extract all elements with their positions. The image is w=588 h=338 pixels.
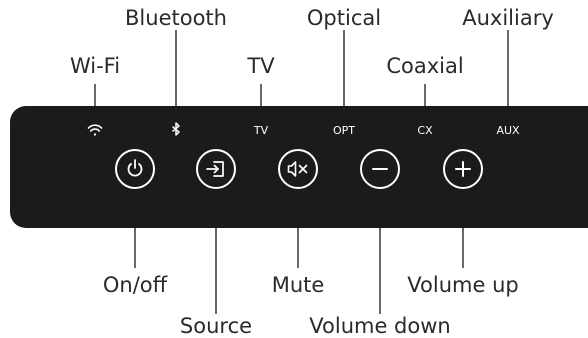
bluetooth-label: Bluetooth xyxy=(125,6,227,30)
source-label: Source xyxy=(179,314,253,338)
source-button[interactable] xyxy=(196,149,236,189)
volume-down-button[interactable] xyxy=(360,149,400,189)
onoff-button[interactable] xyxy=(115,149,155,189)
power-icon xyxy=(127,159,143,177)
source-input-icon xyxy=(206,161,224,177)
tv-indicator: TV xyxy=(253,124,269,137)
cx-indicator: CX xyxy=(417,124,433,137)
plus-icon xyxy=(455,161,471,177)
aux-indicator: AUX xyxy=(496,124,520,137)
auxiliary-label: Auxiliary xyxy=(462,6,554,30)
mute-label: Mute xyxy=(271,273,325,297)
mute-icon xyxy=(287,161,308,177)
volume-up-label: Volume up xyxy=(407,273,519,297)
mute-button[interactable] xyxy=(278,149,318,189)
volume-down-label: Volume down xyxy=(309,314,451,338)
wifi-icon xyxy=(87,124,103,136)
volume-up-button[interactable] xyxy=(443,149,483,189)
onoff-label: On/off xyxy=(102,273,168,297)
optical-label: Optical xyxy=(306,6,382,30)
wifi-label: Wi-Fi xyxy=(69,54,121,78)
opt-indicator: OPT xyxy=(332,124,356,137)
bluetooth-icon xyxy=(172,122,180,136)
coaxial-label: Coaxial xyxy=(386,54,464,78)
tv-label: TV xyxy=(247,54,275,78)
